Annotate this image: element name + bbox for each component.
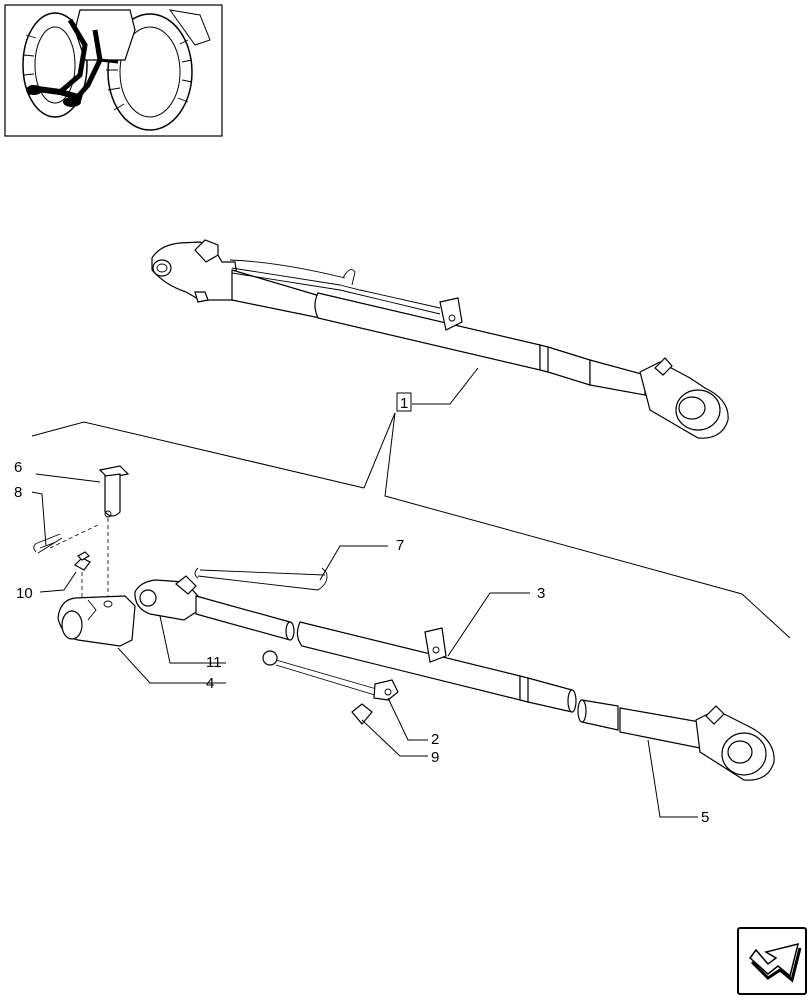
clip-part-8 — [33, 533, 63, 554]
callout-6: 6 — [14, 459, 22, 476]
callout-1: 1 — [400, 395, 408, 412]
bush-part-9 — [351, 703, 373, 725]
next-page-arrow-icon[interactable] — [737, 927, 807, 995]
callout-8: 8 — [14, 484, 22, 501]
fork-yoke-part-4 — [57, 595, 136, 647]
tractor-rear-thumbnail-icon — [4, 4, 223, 137]
callout-5: 5 — [701, 809, 709, 826]
assembly-bracket-lines — [31, 367, 791, 639]
main-tube-part-3 — [296, 621, 577, 713]
callout-4: 4 — [206, 675, 214, 692]
pin-part-6 — [98, 465, 130, 518]
chain-rod-part-2 — [262, 650, 399, 701]
top-link-assembly — [151, 239, 729, 439]
ball-eye-end-part-5 — [577, 699, 775, 781]
grease-nipple-part-10 — [74, 551, 91, 571]
callout-3: 3 — [537, 585, 545, 602]
yoke-tube-part-11 — [134, 575, 295, 641]
callout-10: 10 — [16, 585, 33, 602]
callout-2: 2 — [431, 731, 439, 748]
callout-11: 11 — [206, 654, 222, 671]
callout-1-box — [396, 392, 412, 412]
callout-9: 9 — [431, 749, 439, 766]
leader-lines — [31, 473, 698, 818]
rod-part-7 — [194, 567, 328, 591]
callout-7: 7 — [396, 537, 404, 554]
